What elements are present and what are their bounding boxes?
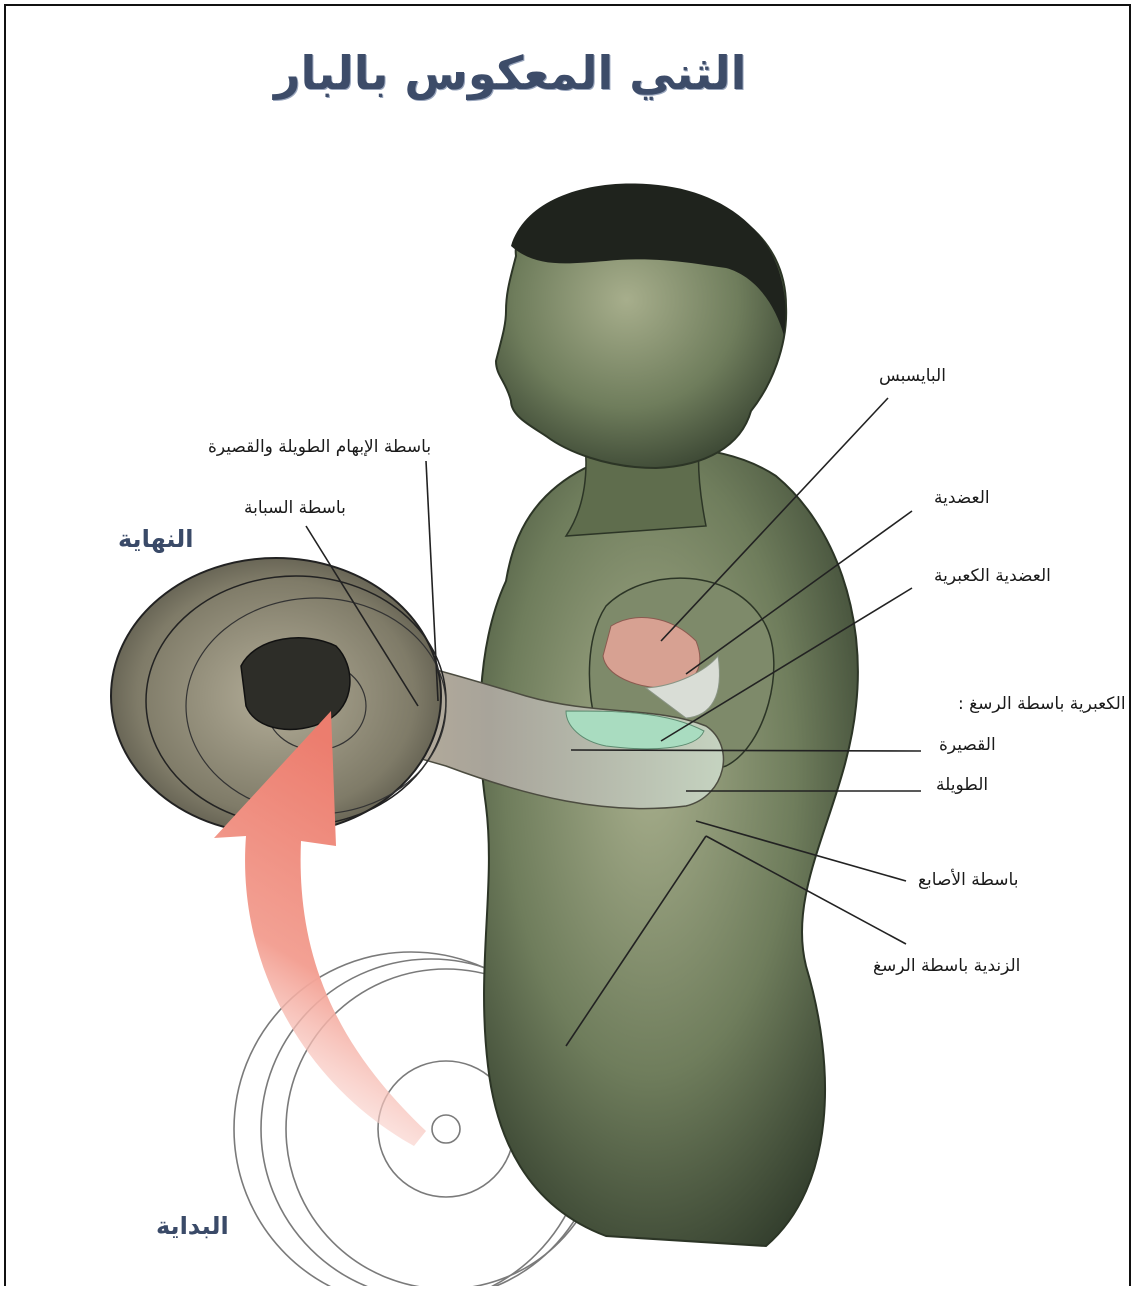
anatomy-illustration — [6, 6, 1131, 1286]
figure-frame: الثني المعكوس بالبار النهاية البداية الب… — [4, 4, 1131, 1286]
torso-shape — [480, 448, 858, 1246]
label-longus: الطويلة — [936, 775, 988, 795]
fist-shape — [241, 638, 350, 730]
label-biceps: البايسبس — [879, 366, 946, 386]
label-extensor-pollicis: باسطة الإبهام الطويلة والقصيرة — [208, 437, 431, 457]
label-brachioradialis: العضدية الكعبرية — [934, 566, 1051, 586]
label-extensor-indicis: باسطة السبابة — [244, 498, 346, 518]
label-extensor-carpi-ulnaris: الزندية باسطة الرسغ — [873, 956, 1020, 976]
label-extensor-carpi-radialis: الكعبرية باسطة الرسغ : — [958, 694, 1126, 714]
label-brachialis: العضدية — [934, 488, 990, 508]
start-position-label: البداية — [156, 1212, 229, 1240]
label-extensor-digitorum: باسطة الأصابع — [918, 870, 1018, 890]
label-brevis: القصيرة — [939, 735, 996, 755]
page-title: الثني المعكوس بالبار — [274, 46, 746, 100]
end-position-label: النهاية — [118, 525, 193, 553]
